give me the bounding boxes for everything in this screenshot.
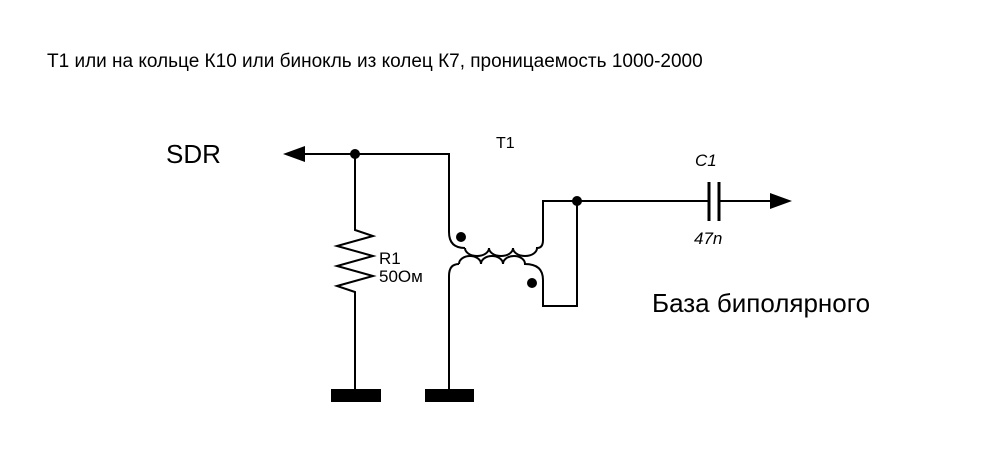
wire-top [303, 153, 450, 232]
transformer-winding-lower [448, 201, 578, 392]
resistor-value-label: 50Ом [379, 267, 423, 286]
sdr-arrow-icon [283, 146, 305, 162]
sdr-port-label: SDR [166, 139, 221, 169]
capacitor-ref-label: C1 [695, 151, 717, 170]
output-arrow-icon [770, 193, 792, 209]
diagram-title: Т1 или на кольце К10 или бинокль из коле… [47, 51, 703, 72]
ground-icon [425, 389, 474, 402]
polarity-dot-lower [527, 278, 537, 288]
transformer-winding-upper [448, 200, 577, 257]
output-port-label: База биполярного [652, 288, 871, 318]
polarity-dot-upper [456, 232, 466, 242]
resistor-r1 [333, 154, 377, 392]
transformer-label: T1 [496, 135, 515, 152]
capacitor-value-label: 47n [694, 229, 723, 248]
resistor-ref-label: R1 [379, 249, 401, 268]
ground-icon [331, 389, 381, 402]
